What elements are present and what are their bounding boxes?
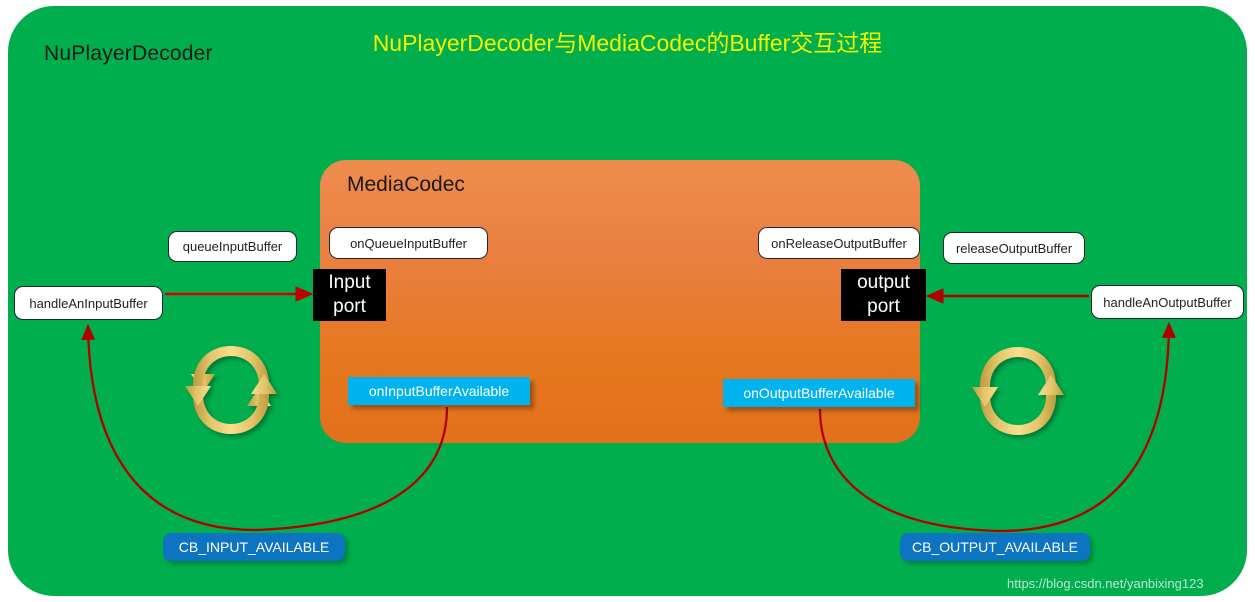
recycle-loop-icon	[185, 346, 277, 434]
callout-handle-an-input-buffer: handleAnInputBuffer	[14, 286, 163, 320]
callout-cb-input-available: CB_INPUT_AVAILABLE	[163, 533, 345, 561]
output-port-line1: output	[857, 272, 910, 293]
input-port-box: Input port	[313, 269, 386, 321]
callout-queue-input-buffer: queueInputBuffer	[168, 231, 297, 262]
output-port-line2: port	[867, 296, 900, 317]
callout-on-input-buffer-available: onInputBufferAvailable	[348, 377, 530, 405]
input-port-line2: port	[333, 296, 366, 317]
output-port-box: output port	[841, 269, 926, 321]
input-port-line1: Input	[328, 272, 371, 293]
watermark-url: https://blog.csdn.net/yanbixing123	[1007, 576, 1204, 591]
callout-on-queue-input-buffer: onQueueInputBuffer	[329, 227, 488, 259]
callout-release-output-buffer: releaseOutputBuffer	[943, 232, 1085, 264]
callout-on-output-buffer-available: onOutputBufferAvailable	[723, 379, 915, 407]
callout-handle-an-output-buffer: handleAnOutputBuffer	[1091, 285, 1244, 319]
nuplayer-decoder-label: NuPlayerDecoder	[44, 42, 213, 65]
mediacodec-label: MediaCodec	[347, 173, 465, 196]
callout-cb-output-available: CB_OUTPUT_AVAILABLE	[900, 533, 1090, 561]
callout-on-release-output-buffer: onReleaseOutputBuffer	[758, 227, 920, 259]
diagram-title: NuPlayerDecoder与MediaCodec的Buffer交互过程	[372, 30, 883, 56]
recycle-loop-icon	[972, 347, 1064, 435]
